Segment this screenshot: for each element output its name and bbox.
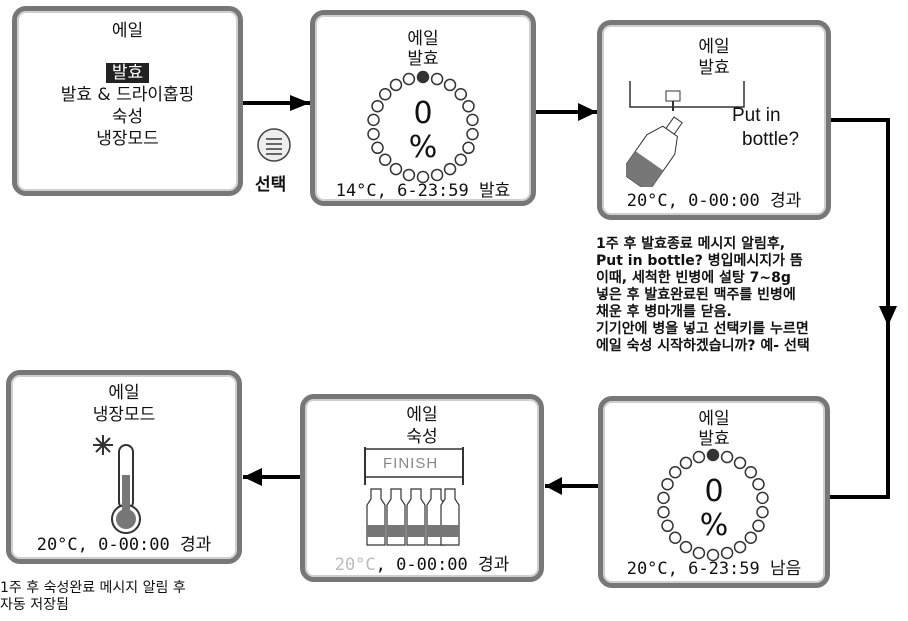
progress-dot — [454, 153, 468, 166]
progress-dot — [668, 531, 682, 544]
progress-dot — [462, 99, 475, 113]
menu-item-selected[interactable]: 발효 — [17, 63, 238, 83]
progress-dot — [744, 466, 758, 479]
screen-put-in-bottle: 에일 발효 Put in bottle? 20°C, 0-00:00 경과 — [597, 20, 831, 220]
status-line: 14°C, 6-23:59 발효 — [335, 181, 511, 201]
note-line: 이때, 세척한 빈병에 설탕 7~8g — [596, 270, 791, 286]
screen-title: 에일 — [108, 383, 140, 403]
screen-mode: 발효 — [407, 49, 439, 69]
progress-dot — [402, 72, 416, 86]
progress-dot — [371, 99, 384, 113]
progress-dot — [443, 162, 457, 176]
progress-value: 0 — [413, 96, 433, 131]
tap-bottle-icon — [626, 81, 745, 187]
menu-list-icon[interactable] — [256, 127, 292, 163]
screen-title: 에일 — [698, 409, 730, 429]
progress-dot — [378, 153, 392, 166]
progress-dot — [744, 531, 758, 544]
note-line: 에일 숙성 시작하겠습니까? 예- 선택 — [596, 338, 810, 354]
screen-mode: 냉장모드 — [92, 405, 156, 425]
progress-dot — [720, 546, 734, 560]
progress-dot — [756, 505, 769, 519]
status-line: 20°C, 6-23:59 남음 — [626, 559, 802, 579]
progress-dot — [733, 456, 747, 470]
progress-ring-icon — [657, 448, 769, 562]
progress-dot-active — [416, 70, 430, 84]
progress-dot — [679, 540, 693, 554]
screen-mode: 숙성 — [406, 427, 438, 447]
bottle-prompt-line2: bottle? — [742, 129, 800, 150]
progress-value: 0 — [704, 474, 724, 509]
progress-dot — [657, 491, 670, 505]
progress-dot — [367, 113, 380, 127]
note-line: Put in bottle? 병입메시지가 뜸 — [596, 253, 803, 269]
progress-dot — [389, 78, 403, 92]
progress-dot — [661, 519, 674, 533]
note-line: 채운 후 병마개를 닫음. — [596, 304, 732, 320]
note-bottling: 1주 후 발효종료 메시지 알림후, Put in bottle? 병입메시지가… — [596, 236, 810, 355]
screen-mode-select: 에일 발효 발효 & 드라이홉핑 숙성 냉장모드 — [12, 6, 243, 196]
finish-banner: FINISH — [383, 455, 439, 472]
note-aging: 1주 후 숙성완료 메시지 알림 후 자동 저장됨 — [0, 580, 186, 614]
progress-dot — [454, 88, 468, 101]
select-label: 선택 — [255, 175, 287, 195]
progress-dot — [679, 456, 693, 470]
note-line: 자동 저장됨 — [0, 597, 69, 613]
progress-dot — [402, 168, 416, 182]
note-line: 기기안에 병을 넣고 선택키를 누르면 — [596, 321, 809, 337]
progress-dot — [378, 88, 392, 101]
progress-dot — [756, 491, 769, 505]
progress-dot — [367, 127, 380, 141]
progress-dot — [752, 477, 765, 491]
screen-mode: 발효 — [698, 58, 730, 78]
menu-item-fridge[interactable]: 냉장모드 — [96, 129, 159, 149]
progress-dot — [389, 162, 403, 176]
progress-dot — [657, 505, 670, 519]
screen-ferment-remaining: 에일 발효 0 % 20°C, 6-23:59 남음 — [598, 396, 830, 588]
progress-percent-sign: % — [408, 130, 438, 165]
note-line: 1주 후 숙성완료 메시지 알림 후 — [0, 580, 186, 596]
progress-dot — [720, 450, 734, 464]
note-line: 1주 후 발효종료 메시지 알림후, — [596, 236, 786, 252]
screen-ferment-start: 에일 발효 0 % 14°C, 6-23:59 발효 — [310, 10, 536, 206]
progress-ring-icon — [367, 70, 479, 184]
progress-dot — [466, 113, 479, 127]
screen-mode: 발효 — [698, 429, 730, 449]
screen-title: 에일 — [698, 37, 730, 57]
progress-dot — [430, 168, 444, 182]
progress-dot — [661, 477, 674, 491]
menu-item-ferment-dryhop[interactable]: 발효 & 드라이홉핑 — [60, 85, 195, 105]
progress-dot — [733, 540, 747, 554]
finish-bottles-icon — [364, 447, 464, 546]
status-line: 20°C, 0-00:00 경과 — [305, 555, 539, 575]
progress-dot — [752, 519, 765, 533]
progress-dot — [462, 141, 475, 155]
status-temp: 20°C — [334, 555, 376, 575]
progress-dot — [371, 141, 384, 155]
progress-dot — [466, 127, 479, 141]
progress-dot — [706, 548, 720, 562]
bottle-prompt-line1: Put in — [732, 105, 781, 126]
status-rest: , 0-00:00 경과 — [375, 555, 510, 575]
note-line: 넣은 후 발효완료된 맥주를 빈병에 — [596, 287, 796, 303]
progress-percent-sign: % — [699, 508, 729, 543]
screen-aging: 에일 숙성 FINISH 20°C, 0-00:00 경과 — [300, 394, 544, 582]
progress-dot-active — [706, 448, 720, 462]
status-line: 20°C, 0-00:00 경과 — [626, 191, 802, 211]
screen-title: 에일 — [406, 405, 438, 425]
progress-dot — [692, 450, 706, 464]
progress-dot — [692, 546, 706, 560]
menu-item-aging[interactable]: 숙성 — [111, 107, 144, 127]
progress-dot — [668, 466, 682, 479]
screen-title: 에일 — [111, 21, 144, 41]
status-line: 20°C, 0-00:00 경과 — [36, 535, 212, 555]
progress-dot — [416, 170, 430, 184]
snowflake-thermometer-icon — [93, 435, 141, 534]
progress-dot — [430, 72, 444, 86]
progress-dot — [443, 78, 457, 92]
screen-fridge: 에일 냉장모드 20°C, 0-00:00 경과 — [6, 370, 242, 564]
screen-title: 에일 — [407, 29, 439, 49]
